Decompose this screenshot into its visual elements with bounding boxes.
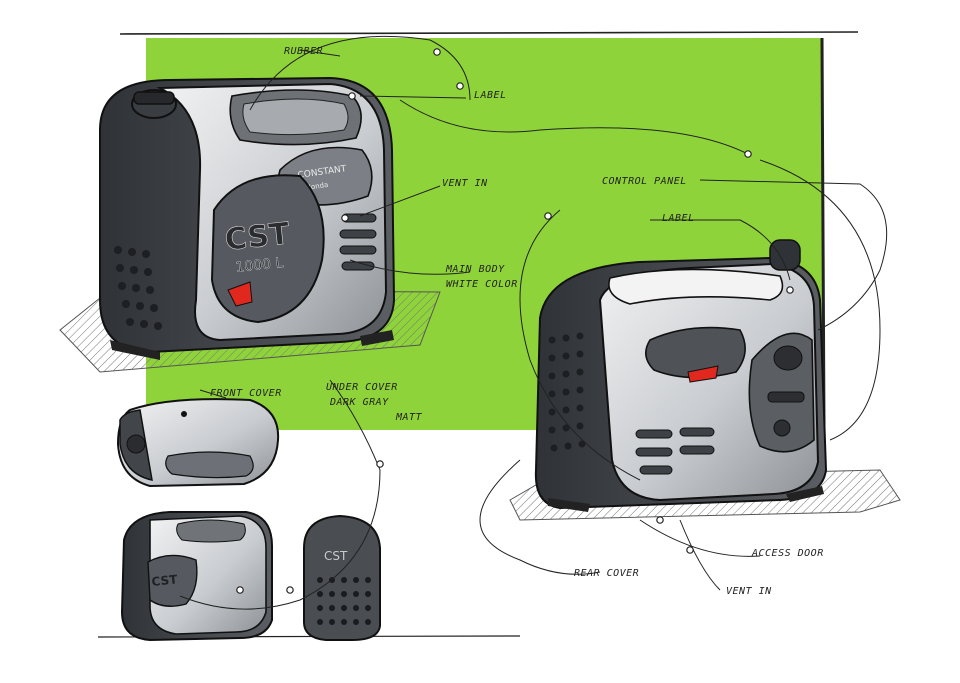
callout-under-cover-line3: MATT xyxy=(396,412,423,423)
leader-dots xyxy=(236,48,794,594)
callout-under-cover-line1: UNDER COVER xyxy=(326,382,398,393)
callout-label-right: LABEL xyxy=(662,213,695,224)
leader-lines xyxy=(179,35,888,610)
callout-main-body-line2: WHITE COLOR xyxy=(446,279,518,290)
generator-small-rear: CST xyxy=(303,514,381,641)
callout-front-cover: FRONT COVER xyxy=(210,388,282,399)
callout-main-body-line1: MAIN BODY xyxy=(446,264,505,275)
generator-small-front: CST xyxy=(120,511,273,642)
top-rule xyxy=(119,31,859,35)
red-accent-left xyxy=(227,281,253,307)
callout-vent-in-top: VENT IN xyxy=(442,178,488,189)
callout-access-door: ACCESS DOOR xyxy=(752,548,824,559)
callout-vent-in-bottom: VENT IN xyxy=(726,586,772,597)
callout-under-cover-line2: DARK GRAY xyxy=(330,397,389,408)
callout-rubber: RUBBER xyxy=(284,46,324,57)
callout-control-panel: CONTROL PANEL xyxy=(602,176,687,187)
rear-brand-text: CST xyxy=(324,549,348,563)
callout-label-top: LABEL xyxy=(474,90,507,101)
callout-rear-cover: REAR COVER xyxy=(574,568,640,579)
brand-text: CST xyxy=(223,216,291,258)
generator-front-view: CONSTANT Honda CST 1000 L xyxy=(59,76,441,373)
side-brand-text: CST xyxy=(151,572,179,589)
generator-perspective-view xyxy=(509,239,901,521)
panel-sub-text: Honda xyxy=(305,181,329,192)
generator-side-view xyxy=(116,398,280,488)
model-text: 1000 L xyxy=(235,255,284,276)
